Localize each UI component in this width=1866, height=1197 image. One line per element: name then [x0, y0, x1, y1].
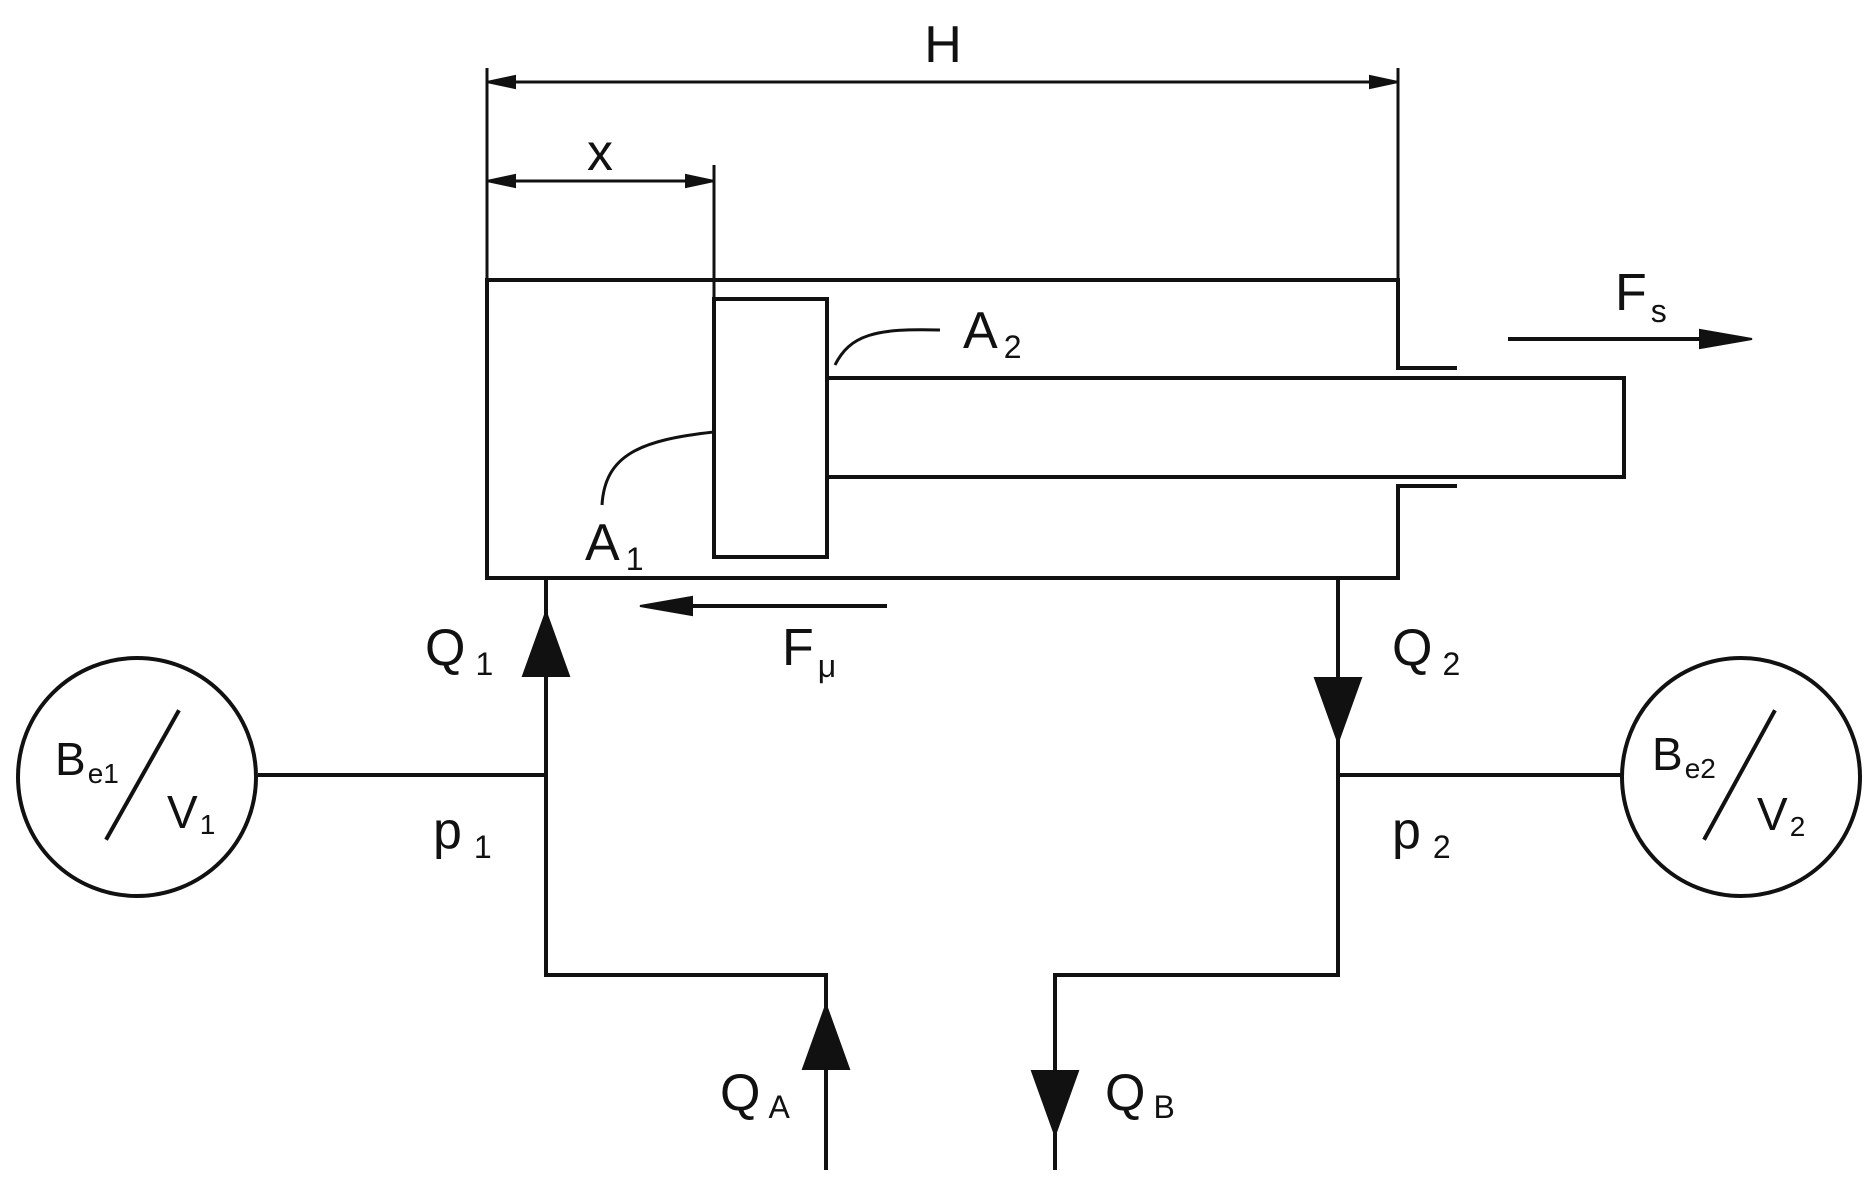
label-x: x: [587, 124, 613, 182]
gauge-right-top: Be2: [1652, 728, 1716, 784]
leader-a1: [600, 430, 715, 506]
force-fmu-arrow: [639, 595, 887, 617]
label-h: H: [924, 16, 962, 74]
flow-arrow-qb: [1030, 1070, 1080, 1138]
gauge-left-top: Be1: [55, 733, 119, 789]
gauge-right-bottom: V2: [1757, 788, 1805, 842]
flow-arrow-q1: [521, 609, 571, 677]
piston-rod: [825, 376, 1626, 479]
flow-arrow-qa: [801, 1002, 851, 1070]
dimension-h: H: [485, 16, 1400, 280]
flow-arrow-q2: [1313, 677, 1363, 745]
gauge-left-bottom: V1: [167, 786, 215, 840]
gauge-left: Be1 V1: [16, 656, 258, 898]
force-fs-arrow: [1508, 328, 1753, 350]
piston: [712, 297, 829, 559]
cylinder-body: [485, 278, 1457, 580]
dimension-x: x: [486, 124, 716, 300]
leader-a2: [833, 328, 941, 366]
gauge-right: Be2 V2: [1620, 656, 1862, 898]
